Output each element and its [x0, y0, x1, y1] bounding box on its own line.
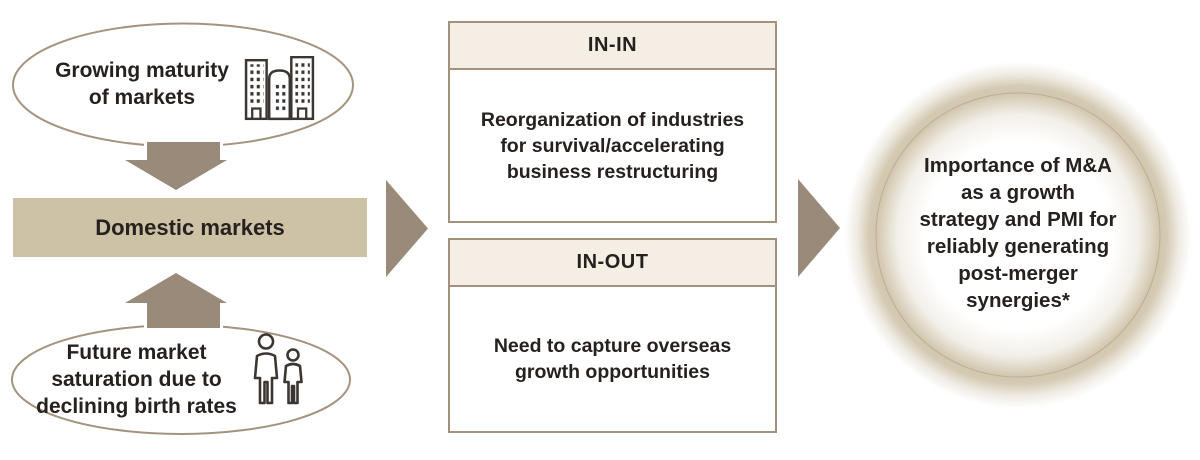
domestic-markets-box: Domestic markets: [13, 198, 367, 257]
conclusion-text: Importance of M&A as a growth strategy a…: [919, 154, 1117, 312]
arrow-up-icon: [113, 269, 239, 331]
in-in-header: IN-IN: [450, 23, 775, 70]
in-out-header-label: IN-OUT: [576, 251, 649, 273]
buildings-icon: [244, 56, 315, 121]
top-ellipse-label: Growing maturity of markets: [55, 59, 229, 109]
in-in-box: IN-IN Reorganization of industries for s…: [448, 21, 777, 223]
people-icon: [253, 333, 303, 405]
arrow-down-icon: [113, 139, 239, 194]
arrow-right-icon-2: [798, 179, 840, 277]
in-in-header-label: IN-IN: [587, 34, 638, 56]
conclusion-glow-circle: [843, 60, 1193, 410]
in-in-body: Reorganization of industries for surviva…: [480, 108, 745, 183]
in-out-header: IN-OUT: [450, 240, 775, 287]
arrow-right-icon-1: [386, 180, 428, 277]
domestic-markets-label: Domestic markets: [95, 214, 285, 240]
in-out-box: IN-OUT Need to capture overseas growth o…: [448, 238, 777, 433]
bottom-ellipse-label: Future market saturation due to declinin…: [36, 341, 237, 418]
in-out-body: Need to capture overseas growth opportun…: [493, 335, 732, 383]
